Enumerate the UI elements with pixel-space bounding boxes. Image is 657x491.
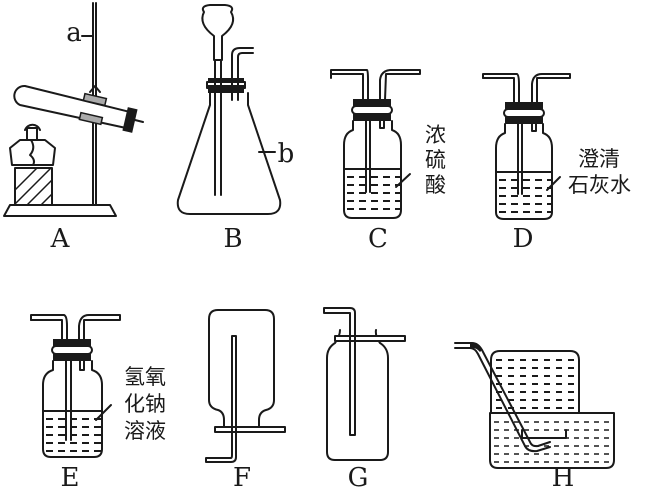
- apparatus-f: [205, 309, 286, 463]
- label-c-line-1: 浓: [425, 123, 446, 147]
- apparatus-b: [176, 4, 282, 215]
- water-trough: [489, 412, 615, 469]
- apparatus-e: 氢氧 化钠 溶液: [30, 314, 166, 458]
- long-neck-funnel: [201, 4, 235, 61]
- water: [494, 421, 611, 463]
- label-b: B: [223, 224, 242, 254]
- label-e: E: [61, 463, 80, 491]
- stopper: [122, 107, 138, 133]
- label-d-line-2: 石灰水: [568, 173, 631, 197]
- label-f: F: [233, 463, 251, 491]
- rubber-stopper: [208, 78, 244, 83]
- rubber-stopper: [505, 102, 543, 110]
- label-e-line-2: 化钠: [124, 392, 166, 416]
- liquid-sulfuric-acid: [347, 176, 400, 210]
- label-d: D: [513, 224, 534, 254]
- apparatus-c: 浓 硫 酸: [330, 69, 446, 219]
- gas-washing-bottle: [42, 360, 103, 458]
- gas-washing-bottle: [495, 123, 553, 220]
- gas-washing-bottle: [343, 120, 402, 219]
- gas-collecting-bottle: [326, 329, 389, 461]
- conical-flask: [176, 92, 282, 215]
- test-tube: [13, 84, 131, 129]
- liquid-sodium-hydroxide: [46, 418, 101, 452]
- rubber-tube: [470, 343, 482, 352]
- apparatus-g: [323, 307, 406, 461]
- label-h: H: [552, 463, 575, 491]
- apparatus-a: [3, 2, 144, 217]
- inverted-gas-bottle: [208, 309, 275, 429]
- label-c-line-2: 硫: [425, 148, 446, 172]
- label-g: G: [348, 463, 369, 491]
- part-label-a: a: [66, 18, 82, 48]
- glass-plate: [334, 335, 406, 342]
- gas-collecting-bottle-inverted: [490, 350, 580, 414]
- label-a: A: [50, 224, 71, 254]
- liquid-limewater: [499, 179, 551, 213]
- label-c-line-3: 酸: [425, 173, 446, 197]
- part-label-b: b: [278, 139, 295, 169]
- rubber-stopper: [353, 99, 391, 107]
- clamp-upper: [82, 92, 108, 107]
- glass-plate: [214, 426, 286, 433]
- apparatus-h: [454, 342, 615, 469]
- label-e-line-3: 溶液: [124, 419, 166, 443]
- rubber-stopper: [53, 339, 91, 347]
- label-e-line-1: 氢氧: [124, 365, 166, 389]
- apparatus-d: 澄清 石灰水: [482, 73, 631, 220]
- clamp-lower: [78, 111, 104, 126]
- label-c: C: [368, 224, 388, 254]
- iron-stand-base: [3, 204, 117, 217]
- label-d-line-1: 澄清: [578, 147, 620, 171]
